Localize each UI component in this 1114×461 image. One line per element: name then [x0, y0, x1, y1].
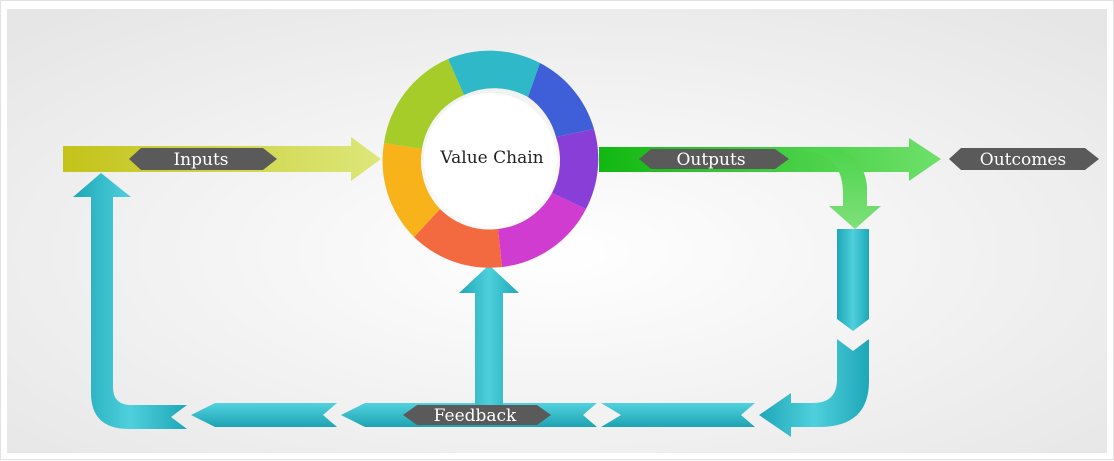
right-down-arrow-1 — [837, 229, 869, 331]
feedback-up-arrow — [459, 265, 519, 405]
outputs-label-pill: Outputs — [639, 149, 789, 170]
ring-center — [424, 93, 556, 225]
outcomes-label-pill: Outcomes — [949, 148, 1099, 170]
ring-segment-magenta — [498, 193, 586, 267]
inputs-label: Inputs — [173, 150, 228, 170]
inputs-label-pill: Inputs — [129, 148, 277, 170]
ring-segment-yellow — [382, 143, 440, 237]
feedback-label: Feedback — [434, 406, 517, 426]
ring-segment-orange — [414, 209, 502, 268]
value-chain-label: Value Chain — [439, 148, 543, 168]
bottom-left-arrow-3 — [191, 403, 337, 427]
ring-segment-teal — [448, 50, 540, 97]
right-down-arrow-2 — [759, 339, 869, 437]
outputs-label: Outputs — [676, 150, 745, 170]
value-chain-ring: Value Chain — [382, 50, 599, 268]
ring-segment-purple — [552, 129, 599, 209]
ring-segment-green — [384, 59, 464, 149]
bottom-left-arrow-1 — [601, 403, 755, 427]
left-return-arrow — [73, 173, 187, 429]
feedback-label-pill: Feedback — [403, 405, 551, 426]
ring-segment-blue — [528, 63, 594, 137]
outcomes-label: Outcomes — [980, 150, 1066, 170]
outputs-down-curve-arrow — [801, 147, 881, 229]
